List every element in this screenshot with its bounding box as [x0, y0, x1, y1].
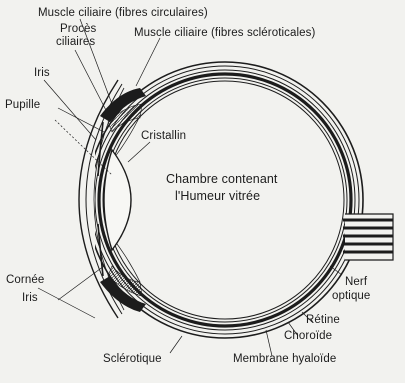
- label-humeur-vitree: l'Humeur vitrée: [175, 189, 260, 204]
- label-iris-bottom: Iris: [22, 292, 38, 304]
- label-optique: optique: [332, 290, 370, 302]
- label-iris-top: Iris: [34, 67, 50, 79]
- label-membrane-hyaloide: Membrane hyaloïde: [233, 353, 336, 365]
- label-choroide: Choroïde: [284, 330, 332, 342]
- label-muscle-scleroticales: Muscle ciliaire (fibres scléroticales): [134, 27, 315, 39]
- label-cristallin: Cristallin: [141, 130, 186, 142]
- label-pupille: Pupille: [5, 99, 40, 111]
- lens: [104, 150, 131, 250]
- label-chambre: Chambre contenant: [166, 172, 278, 187]
- label-cornee: Cornée: [6, 274, 44, 286]
- optic-nerve: [343, 214, 393, 260]
- label-nerf: Nerf: [345, 276, 367, 288]
- label-proces-ciliaires: ciliaires: [56, 36, 95, 48]
- label-proces: Procès: [60, 23, 96, 35]
- label-muscle-circular: Muscle ciliaire (fibres circulaires): [38, 7, 208, 19]
- label-sclerotique: Sclérotique: [103, 353, 162, 365]
- label-retine: Rétine: [306, 314, 340, 326]
